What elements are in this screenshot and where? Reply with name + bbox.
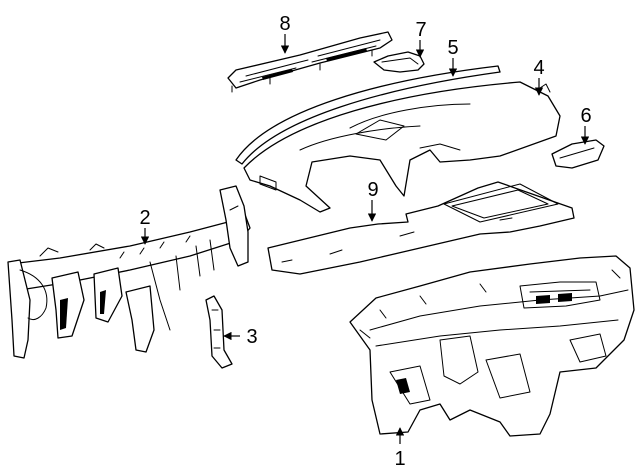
callout-7: 7 xyxy=(415,19,426,41)
callout-2: 2 xyxy=(139,207,150,229)
part-2-cross-beam xyxy=(7,185,251,359)
part-6-side-cover xyxy=(551,139,605,169)
callout-labels: 1 2 3 4 5 6 7 8 9 xyxy=(139,13,591,470)
part-1-instrument-panel xyxy=(349,255,635,437)
callout-8: 8 xyxy=(279,13,290,35)
part-4-upper-cover xyxy=(243,81,561,213)
callout-1: 1 xyxy=(394,448,405,470)
part-8-grille-strip xyxy=(227,31,393,93)
part-3-bracket xyxy=(205,295,233,369)
callout-4: 4 xyxy=(533,57,544,79)
callout-3: 3 xyxy=(246,326,257,348)
callout-5: 5 xyxy=(447,37,458,59)
callout-6: 6 xyxy=(580,105,591,127)
callout-9: 9 xyxy=(367,179,378,201)
part-5-seal xyxy=(235,65,501,165)
part-9-insulator xyxy=(267,181,575,275)
leader-lines xyxy=(140,34,590,444)
part-7-cover xyxy=(373,51,425,73)
